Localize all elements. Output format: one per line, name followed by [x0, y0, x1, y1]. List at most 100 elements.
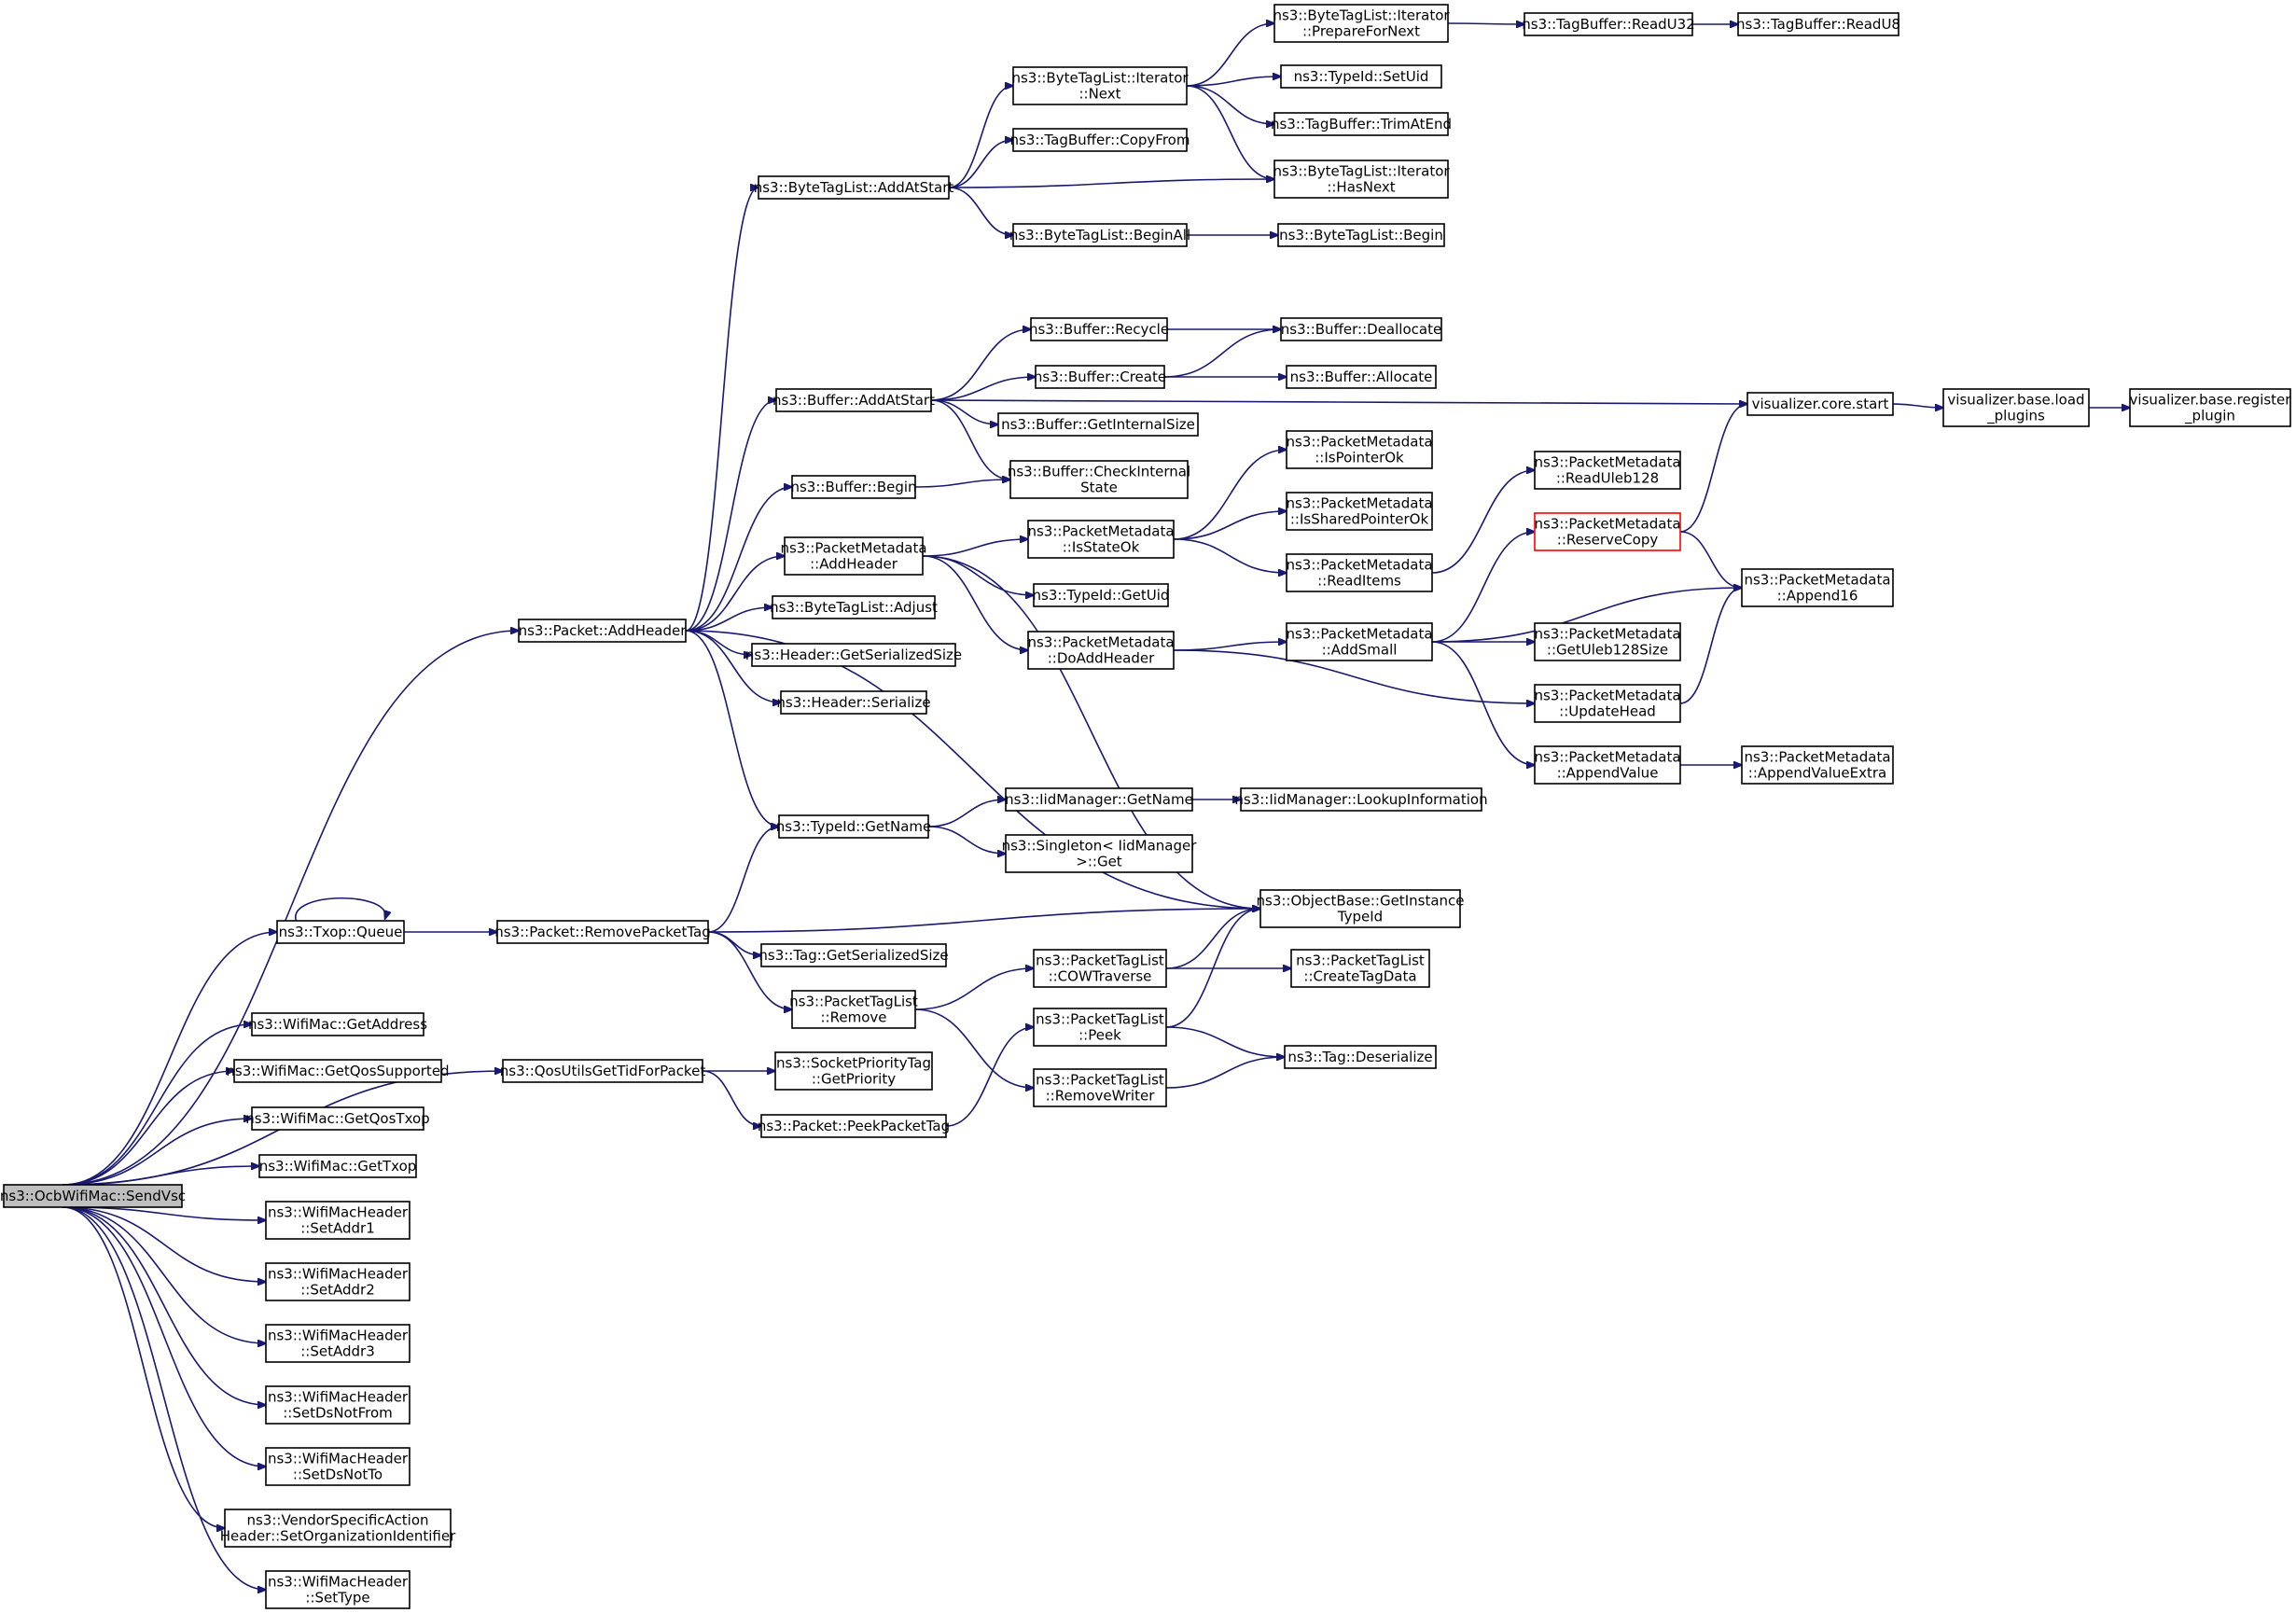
node-label: ns3::ByteTagList::Adjust — [770, 599, 938, 616]
function-node-buf_getinternalsize[interactable]: ns3::Buffer::GetInternalSize — [997, 412, 1199, 437]
function-node-viz_core_start[interactable]: visualizer.core.start — [1746, 392, 1894, 416]
function-node-txopqueue[interactable]: ns3::Txop::Queue — [276, 920, 405, 944]
function-node-buf_create[interactable]: ns3::Buffer::Create — [1034, 365, 1166, 389]
call-edge-sendvsc-to-setaddr2 — [63, 1206, 266, 1282]
node-label: ::SetDsNotFrom — [283, 1405, 393, 1422]
node-label: ::GetPriority — [812, 1071, 896, 1088]
function-node-btl_begin[interactable]: ns3::ByteTagList::Begin — [1277, 223, 1445, 247]
node-label: ns3::TagBuffer::ReadU32 — [1522, 16, 1695, 33]
node-label: ::HasNext — [1327, 179, 1395, 196]
function-node-pm_reservecopy[interactable]: ns3::PacketMetadata::ReserveCopy — [1534, 512, 1681, 551]
node-label: ns3::ByteTagList::Iterator — [1273, 7, 1450, 24]
function-node-btli_next[interactable]: ns3::ByteTagList::Iterator::Next — [1011, 66, 1189, 105]
function-node-pm_readitems[interactable]: ns3::PacketMetadata::ReadItems — [1286, 553, 1433, 592]
function-node-hdr_serialize[interactable]: ns3::Header::Serialize — [776, 690, 931, 715]
function-node-typeid_setuid[interactable]: ns3::TypeId::SetUid — [1280, 64, 1442, 89]
node-box — [1033, 583, 1169, 607]
function-node-viz_base_load[interactable]: visualizer.base.load_plugins — [1942, 388, 2090, 427]
function-node-pm_updatehead[interactable]: ns3::PacketMetadata::UpdateHead — [1534, 684, 1681, 723]
function-node-gettxop[interactable]: ns3::WifiMac::GetTxop — [258, 1154, 417, 1178]
node-box — [1033, 1068, 1167, 1107]
function-node-viz_base_register[interactable]: visualizer.base.register_plugin — [2129, 388, 2292, 427]
call-edge-removepackettag-to-ptl_remove — [707, 931, 792, 1009]
function-node-tb_readu32[interactable]: ns3::TagBuffer::ReadU32 — [1522, 12, 1695, 36]
call-edge-sendvsc-to-txopqueue — [63, 932, 277, 1186]
function-node-ptl_removewriter[interactable]: ns3::PacketTagList::RemoveWriter — [1033, 1068, 1167, 1107]
function-node-pm_isstateok[interactable]: ns3::PacketMetadata::IsStateOk — [1027, 520, 1175, 559]
node-label: ns3::ByteTagList::Begin — [1279, 227, 1443, 243]
node-label: ns3::PacketMetadata — [1534, 516, 1680, 533]
function-node-tb_copyfrom[interactable]: ns3::TagBuffer::CopyFrom — [1010, 128, 1190, 152]
function-node-removepackettag[interactable]: ns3::Packet::RemovePacketTag — [494, 920, 711, 944]
function-node-btl_adjust[interactable]: ns3::ByteTagList::Adjust — [770, 595, 938, 619]
function-node-ptl_peek[interactable]: ns3::PacketTagList::Peek — [1033, 1008, 1167, 1047]
function-node-pm_addsmall[interactable]: ns3::PacketMetadata::AddSmall — [1286, 622, 1433, 661]
call-edge-typeid_getname-to-iid_getname — [927, 800, 1006, 827]
node-box — [1534, 622, 1681, 661]
function-node-pm_getuleb128size[interactable]: ns3::PacketMetadata::GetUleb128Size — [1534, 622, 1681, 661]
node-label: ns3::Buffer::GetInternalSize — [1001, 416, 1195, 433]
function-node-ptl_cowtraverse[interactable]: ns3::PacketTagList::COWTraverse — [1033, 949, 1167, 988]
function-node-sockprio[interactable]: ns3::SocketPriorityTag::GetPriority — [774, 1051, 933, 1091]
node-label: ns3::PacketMetadata — [1286, 626, 1432, 643]
function-node-pm_appendvalue[interactable]: ns3::PacketMetadata::AppendValue — [1534, 745, 1681, 785]
function-node-buf_recycle[interactable]: ns3::Buffer::Recycle — [1029, 317, 1169, 341]
function-node-tag_deserialize[interactable]: ns3::Tag::Deserialize — [1284, 1045, 1437, 1069]
function-node-vendorspecific[interactable]: ns3::VendorSpecificActionHeader::SetOrga… — [220, 1509, 456, 1548]
function-node-settype[interactable]: ns3::WifiMacHeader::SetType — [265, 1570, 410, 1609]
call-edge-sendvsc-to-settype — [63, 1206, 266, 1590]
node-label: ns3::WifiMacHeader — [268, 1266, 409, 1283]
node-label: ::AddHeader — [810, 556, 898, 573]
function-node-typeid_getname[interactable]: ns3::TypeId::GetName — [776, 814, 931, 839]
function-node-ptl_createtagdata[interactable]: ns3::PacketTagList::CreateTagData — [1290, 949, 1430, 988]
function-node-getaddress[interactable]: ns3::WifiMac::GetAddress — [248, 1012, 427, 1036]
function-node-getqossupported[interactable]: ns3::WifiMac::GetQosSupported — [226, 1059, 450, 1083]
function-node-buf_allocate[interactable]: ns3::Buffer::Allocate — [1286, 365, 1437, 389]
function-node-getqostxop[interactable]: ns3::WifiMac::GetQosTxop — [245, 1106, 430, 1131]
node-box — [1280, 64, 1442, 89]
call-edge-btli_prepare-to-tb_readu32 — [1447, 23, 1524, 24]
node-label: ns3::TagBuffer::CopyFrom — [1010, 132, 1190, 148]
function-node-setaddr2[interactable]: ns3::WifiMacHeader::SetAddr2 — [265, 1262, 410, 1301]
function-node-pm_appendvalueextra[interactable]: ns3::PacketMetadata::AppendValueExtra — [1741, 745, 1894, 785]
function-node-setdsnotto[interactable]: ns3::WifiMacHeader::SetDsNotTo — [265, 1447, 410, 1486]
function-node-pm_readuleb128[interactable]: ns3::PacketMetadata::ReadUleb128 — [1534, 451, 1681, 490]
function-node-buf_begin[interactable]: ns3::Buffer::Begin — [790, 475, 917, 499]
node-label: ns3::ObjectBase::GetInstance — [1257, 893, 1465, 910]
function-node-pm_issharedpointerok[interactable]: ns3::PacketMetadata::IsSharedPointerOk — [1286, 492, 1433, 531]
function-node-sendvsc[interactable]: ns3::OcbWifiMac::SendVsc — [0, 1184, 186, 1208]
function-node-ptl_remove[interactable]: ns3::PacketTagList::Remove — [789, 990, 918, 1029]
function-node-tb_trimatend[interactable]: ns3::TagBuffer::TrimAtEnd — [1271, 112, 1452, 136]
node-label: ::DoAddHeader — [1048, 650, 1155, 667]
function-node-tb_readu8[interactable]: ns3::TagBuffer::ReadU8 — [1736, 12, 1900, 36]
function-node-setaddr3[interactable]: ns3::WifiMacHeader::SetAddr3 — [265, 1324, 410, 1363]
function-node-typeid_getuid[interactable]: ns3::TypeId::GetUid — [1033, 583, 1170, 607]
function-node-buf_addatstart[interactable]: ns3::Buffer::AddAtStart — [772, 388, 935, 412]
function-node-pm_append16[interactable]: ns3::PacketMetadata::Append16 — [1741, 568, 1894, 607]
function-node-btl_beginall[interactable]: ns3::ByteTagList::BeginAll — [1009, 223, 1190, 247]
function-node-btl_addatstart[interactable]: ns3::ByteTagList::AddAtStart — [754, 175, 954, 200]
function-node-tag_getsersize[interactable]: ns3::Tag::GetSerializedSize — [758, 943, 949, 967]
function-node-iid_lookup[interactable]: ns3::IidManager::LookupInformation — [1234, 787, 1488, 812]
function-node-btli_hasnext[interactable]: ns3::ByteTagList::Iterator::HasNext — [1273, 160, 1450, 199]
function-node-buf_deallocate[interactable]: ns3::Buffer::Deallocate — [1280, 317, 1442, 341]
node-box — [251, 1012, 424, 1036]
function-node-peekpackettag[interactable]: ns3::Packet::PeekPacketTag — [758, 1114, 950, 1138]
call-edge-typeid_getname-to-singleton_get — [927, 826, 1006, 854]
node-label: ns3::Buffer::CheckInternal — [1008, 464, 1190, 480]
node-box — [251, 1106, 424, 1131]
function-node-hdr_getsersize[interactable]: ns3::Header::GetSerializedSize — [745, 643, 962, 667]
function-node-singleton_get[interactable]: ns3::Singleton< IidManager >::Get — [1002, 834, 1198, 873]
function-node-setaddr1[interactable]: ns3::WifiMacHeader::SetAddr1 — [265, 1201, 410, 1240]
function-node-btli_prepare[interactable]: ns3::ByteTagList::Iterator::PrepareForNe… — [1273, 4, 1450, 43]
function-node-qosutils[interactable]: ns3::QosUtilsGetTidForPacket — [500, 1059, 706, 1083]
function-node-pm_doaddheader[interactable]: ns3::PacketMetadata::DoAddHeader — [1027, 631, 1175, 670]
function-node-pm_ispointerok[interactable]: ns3::PacketMetadata::IsPointerOk — [1286, 430, 1433, 469]
function-node-setdsnotfrom[interactable]: ns3::WifiMacHeader::SetDsNotFrom — [265, 1385, 410, 1425]
function-node-pm_addheader[interactable]: ns3::PacketMetadata::AddHeader — [780, 536, 927, 576]
function-node-iid_getname[interactable]: ns3::IidManager::GetName — [1005, 787, 1193, 812]
node-box — [1277, 223, 1445, 247]
function-node-addheader[interactable]: ns3::Packet::AddHeader — [518, 619, 688, 643]
